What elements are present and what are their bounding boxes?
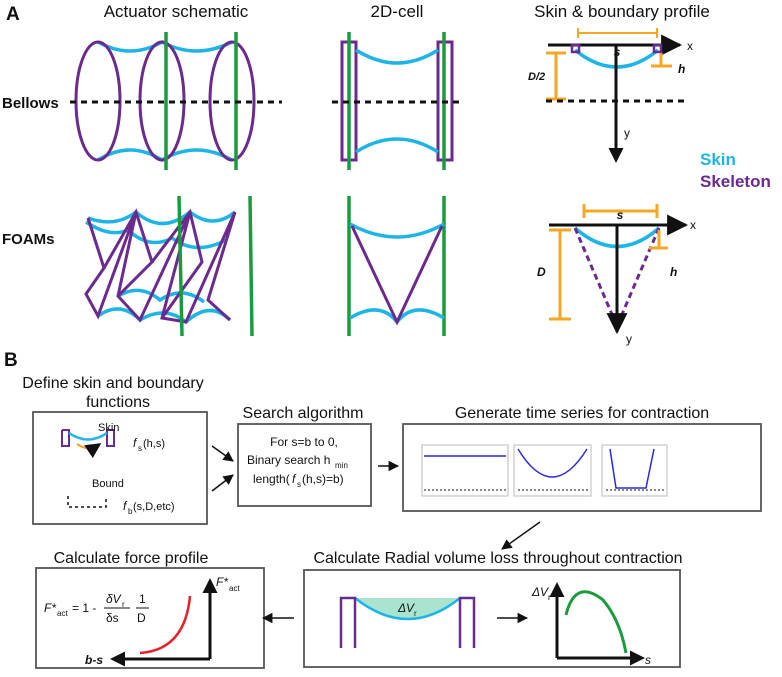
search-line3-b: (h,s)=b) — [302, 472, 344, 486]
bellows-skin-profile: s x h D/2 y — [528, 28, 693, 163]
volume-curve — [564, 590, 628, 654]
search-algorithm-box: For s=b to 0, Binary search h min length… — [237, 423, 372, 507]
timeseries-plot-2 — [513, 444, 592, 497]
fb-args: (s,D,etc) — [133, 501, 175, 513]
define-functions-box: Skin f s (h,s) Bound f b (s,D,etc) — [32, 411, 208, 525]
formula-num-sub: r — [122, 600, 125, 609]
col-title-2d-cell: 2D-cell — [371, 2, 424, 21]
skin-label: Skin — [98, 422, 119, 434]
profile1-d-half-label: D/2 — [528, 71, 545, 83]
panel-b-label: B — [4, 350, 18, 371]
timeseries-plot-3 — [601, 444, 668, 497]
foams-skin-profile: s x y h D — [537, 204, 696, 346]
formula-den: δs — [106, 611, 119, 625]
profile1-h-label: h — [678, 62, 685, 76]
timeseries-plot-1 — [421, 444, 509, 497]
fs-f: f — [133, 436, 138, 450]
formula-eq: = 1 - — [72, 601, 96, 615]
legend-skin: Skin — [700, 150, 736, 169]
search-title: Search algorithm — [243, 405, 364, 422]
panel-a-label: A — [6, 4, 20, 25]
search-line1: For s=b to 0, — [270, 435, 338, 449]
force-axis-x: b-s — [85, 653, 103, 667]
profile2-d-label: D — [537, 265, 546, 279]
search-line2-sub: min — [335, 461, 348, 470]
profile2-h-label: h — [670, 265, 677, 279]
search-line3-sub: s — [297, 480, 301, 489]
dv-sub: r — [414, 609, 417, 618]
force-axis-y-sub: act — [229, 584, 240, 593]
fb-sub: b — [128, 507, 133, 516]
profile2-y-label: y — [626, 332, 632, 346]
row-label-foams: FOAMs — [2, 231, 55, 248]
profile1-x-label: x — [687, 39, 693, 53]
dv-axis-y: ΔV — [531, 585, 549, 599]
bellows-2d-cell — [332, 32, 462, 170]
dv-axis-y-sub: r — [548, 593, 551, 602]
dv-axis-x: s — [645, 653, 651, 667]
radial-title: Calculate Radial volume loss throughout … — [313, 550, 682, 567]
timeseries-box — [402, 423, 762, 512]
search-line3-f: f — [292, 472, 297, 486]
define-title-line2: functions — [86, 394, 150, 411]
formula-lhs: F* — [44, 601, 56, 615]
legend-skeleton: Skeleton — [700, 172, 771, 191]
force-curve — [139, 595, 192, 655]
force-axis-y: F* — [216, 575, 228, 589]
timeseries-title: Generate time series for contraction — [455, 405, 709, 422]
row-label-bellows: Bellows — [2, 95, 59, 112]
formula-den2: D — [137, 611, 146, 625]
search-line3-a: length( — [253, 472, 290, 486]
formula-num: δV — [106, 592, 122, 606]
bellows-actuator-schematic — [70, 32, 282, 170]
col-title-profile: Skin & boundary profile — [534, 2, 710, 21]
foams-2d-cell — [347, 196, 446, 336]
fs-args: (h,s) — [143, 438, 165, 450]
fs-sub: s — [138, 444, 142, 453]
dv-label: ΔV — [397, 601, 415, 615]
formula-lhs-sub: act — [57, 609, 68, 618]
bound-label: Bound — [92, 478, 124, 490]
col-title-actuator: Actuator schematic — [104, 2, 249, 21]
define-title-line1: Define skin and boundary — [22, 375, 203, 392]
search-line2: Binary search h — [247, 453, 330, 467]
profile2-x-label: x — [690, 218, 696, 232]
force-profile-box: F* act = 1 - δV r δs 1 D F* act b-s — [35, 567, 265, 669]
profile2-s-label: s — [617, 208, 624, 222]
force-title: Calculate force profile — [54, 550, 209, 567]
profile1-y-label: y — [624, 126, 630, 140]
fb-f: f — [123, 499, 128, 513]
foams-actuator-schematic — [84, 195, 254, 337]
radial-volume-box: ΔV r ΔV r s — [303, 569, 681, 668]
formula-num2: 1 — [139, 592, 146, 606]
